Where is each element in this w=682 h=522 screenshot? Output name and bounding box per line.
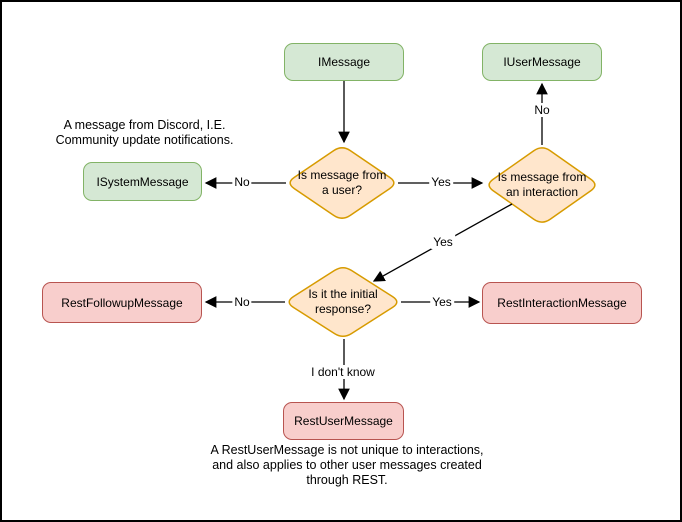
node-label: IUserMessage [503, 55, 581, 69]
node-label: RestInteractionMessage [497, 296, 627, 310]
node-label: RestFollowupMessage [61, 295, 183, 310]
node-iusermessage: IUserMessage [482, 43, 602, 81]
node-label: ISystemMessage [96, 174, 189, 189]
note-system-message: A message from Discord, I.E. Community u… [55, 118, 234, 147]
decision-is-initial-response-label: Is it the initial response? [308, 287, 378, 316]
node-label: IMessage [317, 55, 371, 69]
node-restusermessage: RestUserMessage [283, 402, 404, 440]
node-isystemmessage: ISystemMessage [83, 162, 202, 201]
note-rest-user-message: A RestUserMessage is not unique to inter… [210, 443, 484, 487]
node-restfollowupmessage: RestFollowupMessage [42, 282, 202, 323]
edge-label-yes: Yes [430, 295, 454, 309]
node-label: RestUserMessage [294, 414, 393, 428]
decision-is-from-interaction-label: Is message from an interaction [497, 170, 587, 199]
decision-is-from-user-shape [289, 147, 395, 219]
edge-label-i-dont-know: I don't know [309, 365, 377, 379]
node-restinteractionmessage: RestInteractionMessage [482, 282, 642, 324]
edge-label-yes: Yes [429, 175, 453, 189]
edge-label-no: No [232, 175, 252, 189]
node-imessage: IMessage [284, 43, 404, 81]
edge-label-no: No [532, 103, 552, 117]
decision-is-from-user-label: Is message from a user? [297, 168, 387, 197]
edge-label-yes: Yes [431, 235, 455, 249]
edge-label-no: No [232, 295, 252, 309]
decision-is-initial-response-shape [288, 266, 398, 338]
decision-is-from-interaction-shape [488, 147, 596, 223]
